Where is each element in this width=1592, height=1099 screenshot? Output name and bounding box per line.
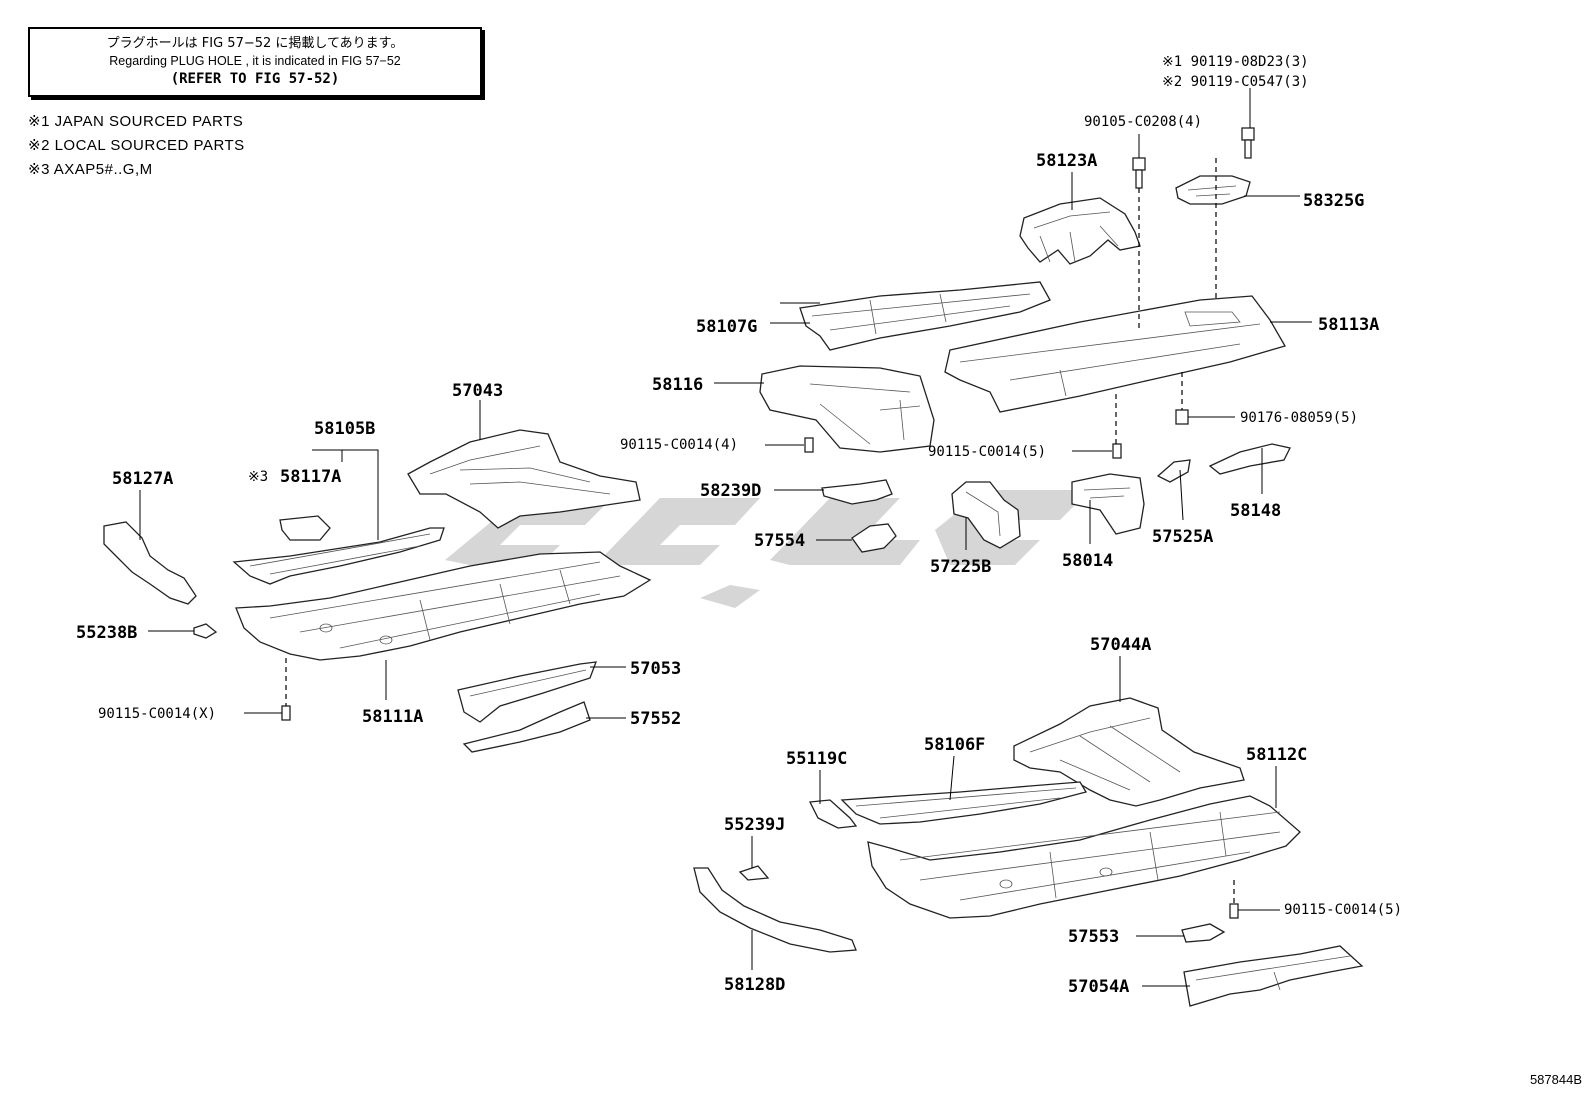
figure-code: 587844B [1529,1072,1582,1087]
label-90119-japan: ※1 90119-08D23(3) [1162,54,1309,70]
label-57552: 57552 [630,709,681,729]
part-57054A[interactable] [1183,945,1364,1007]
part-57553[interactable] [1181,923,1226,943]
part-55239J[interactable] [738,865,770,881]
part-58127A[interactable] [103,521,197,605]
label-55119C: 55119C [786,749,847,769]
label-90105: 90105-C0208(4) [1084,114,1202,130]
bolt-90115-b-icon [1112,443,1122,459]
part-58111A[interactable] [235,551,652,661]
label-58107G: 58107G [696,317,757,337]
label-ref-3: ※3 [248,469,268,485]
part-58325G[interactable] [1175,175,1251,205]
label-90115-5-upper: 90115-C0014(5) [928,444,1046,460]
label-58117A: 58117A [280,467,341,487]
part-55119C[interactable] [808,799,858,829]
label-58325G: 58325G [1303,191,1364,211]
part-58112C[interactable] [867,795,1301,919]
bolt-90105-icon [1132,157,1146,189]
label-58105B: 58105B [314,419,375,439]
label-58113A: 58113A [1318,315,1379,335]
label-57553: 57553 [1068,927,1119,947]
label-57053: 57053 [630,659,681,679]
legend-item-2: ※2 LOCAL SOURCED PARTS [28,137,245,154]
label-57525A: 57525A [1152,527,1213,547]
part-57043[interactable] [407,429,641,529]
label-90115-x: 90115-C0014(X) [98,706,216,722]
label-57044A: 57044A [1090,635,1151,655]
label-90115-4: 90115-C0014(4) [620,437,738,453]
label-90176: 90176-08059(5) [1240,410,1358,426]
legend-item-3: ※3 AXAP5#..G,M [28,161,153,178]
part-55238B[interactable] [193,623,218,639]
part-58014[interactable] [1071,473,1145,535]
part-58106F[interactable] [840,781,1088,825]
bolt-90115-a-icon [804,437,814,453]
part-58113A[interactable] [944,295,1286,413]
part-57552[interactable] [462,701,591,753]
legend: ※1 JAPAN SOURCED PARTS ※2 LOCAL SOURCED … [28,110,245,182]
label-58014: 58014 [1062,551,1113,571]
label-58112C: 58112C [1246,745,1307,765]
part-58116[interactable] [759,365,935,453]
label-58148: 58148 [1230,501,1281,521]
part-57554[interactable] [851,523,897,553]
note-line-reference: (REFER TO FIG 57-52) [170,71,340,87]
label-58239D: 58239D [700,481,761,501]
plug-hole-note: プラグホールは FIG 57−52 に掲載してあります。 Regarding P… [28,27,482,97]
part-57053[interactable] [457,661,597,723]
label-58111A: 58111A [362,707,423,727]
label-58127A: 58127A [112,469,173,489]
part-58123A[interactable] [1019,197,1141,265]
part-57044A[interactable] [1013,697,1245,807]
part-58239D[interactable] [821,479,893,505]
fastener-90176-icon [1175,409,1189,425]
part-57225B[interactable] [951,481,1021,549]
label-58128D: 58128D [724,975,785,995]
note-line-english: Regarding PLUG HOLE , it is indicated in… [109,54,401,68]
part-57525A[interactable] [1156,459,1191,483]
note-line-japanese: プラグホールは FIG 57−52 に掲載してあります。 [106,36,404,51]
part-58105B[interactable] [232,527,445,585]
label-90115-5-lower: 90115-C0014(5) [1284,902,1402,918]
label-57225B: 57225B [930,557,991,577]
bolt-90119-icon [1241,127,1255,159]
bolt-90115-c-icon [281,705,291,721]
label-57554: 57554 [754,531,805,551]
label-55238B: 55238B [76,623,137,643]
label-58106F: 58106F [924,735,985,755]
bolt-90115-d-icon [1229,903,1239,919]
leader-lines [139,88,1312,987]
label-58123A: 58123A [1036,151,1097,171]
label-58116: 58116 [652,375,703,395]
legend-item-1: ※1 JAPAN SOURCED PARTS [28,113,244,130]
part-58148[interactable] [1208,443,1291,475]
part-58128D[interactable] [693,867,857,953]
label-57043: 57043 [452,381,503,401]
label-55239J: 55239J [724,815,785,835]
part-58117A[interactable] [279,515,331,541]
part-58107G[interactable] [799,281,1051,351]
label-90119-local: ※2 90119-C0547(3) [1162,74,1309,90]
label-57054A: 57054A [1068,977,1129,997]
